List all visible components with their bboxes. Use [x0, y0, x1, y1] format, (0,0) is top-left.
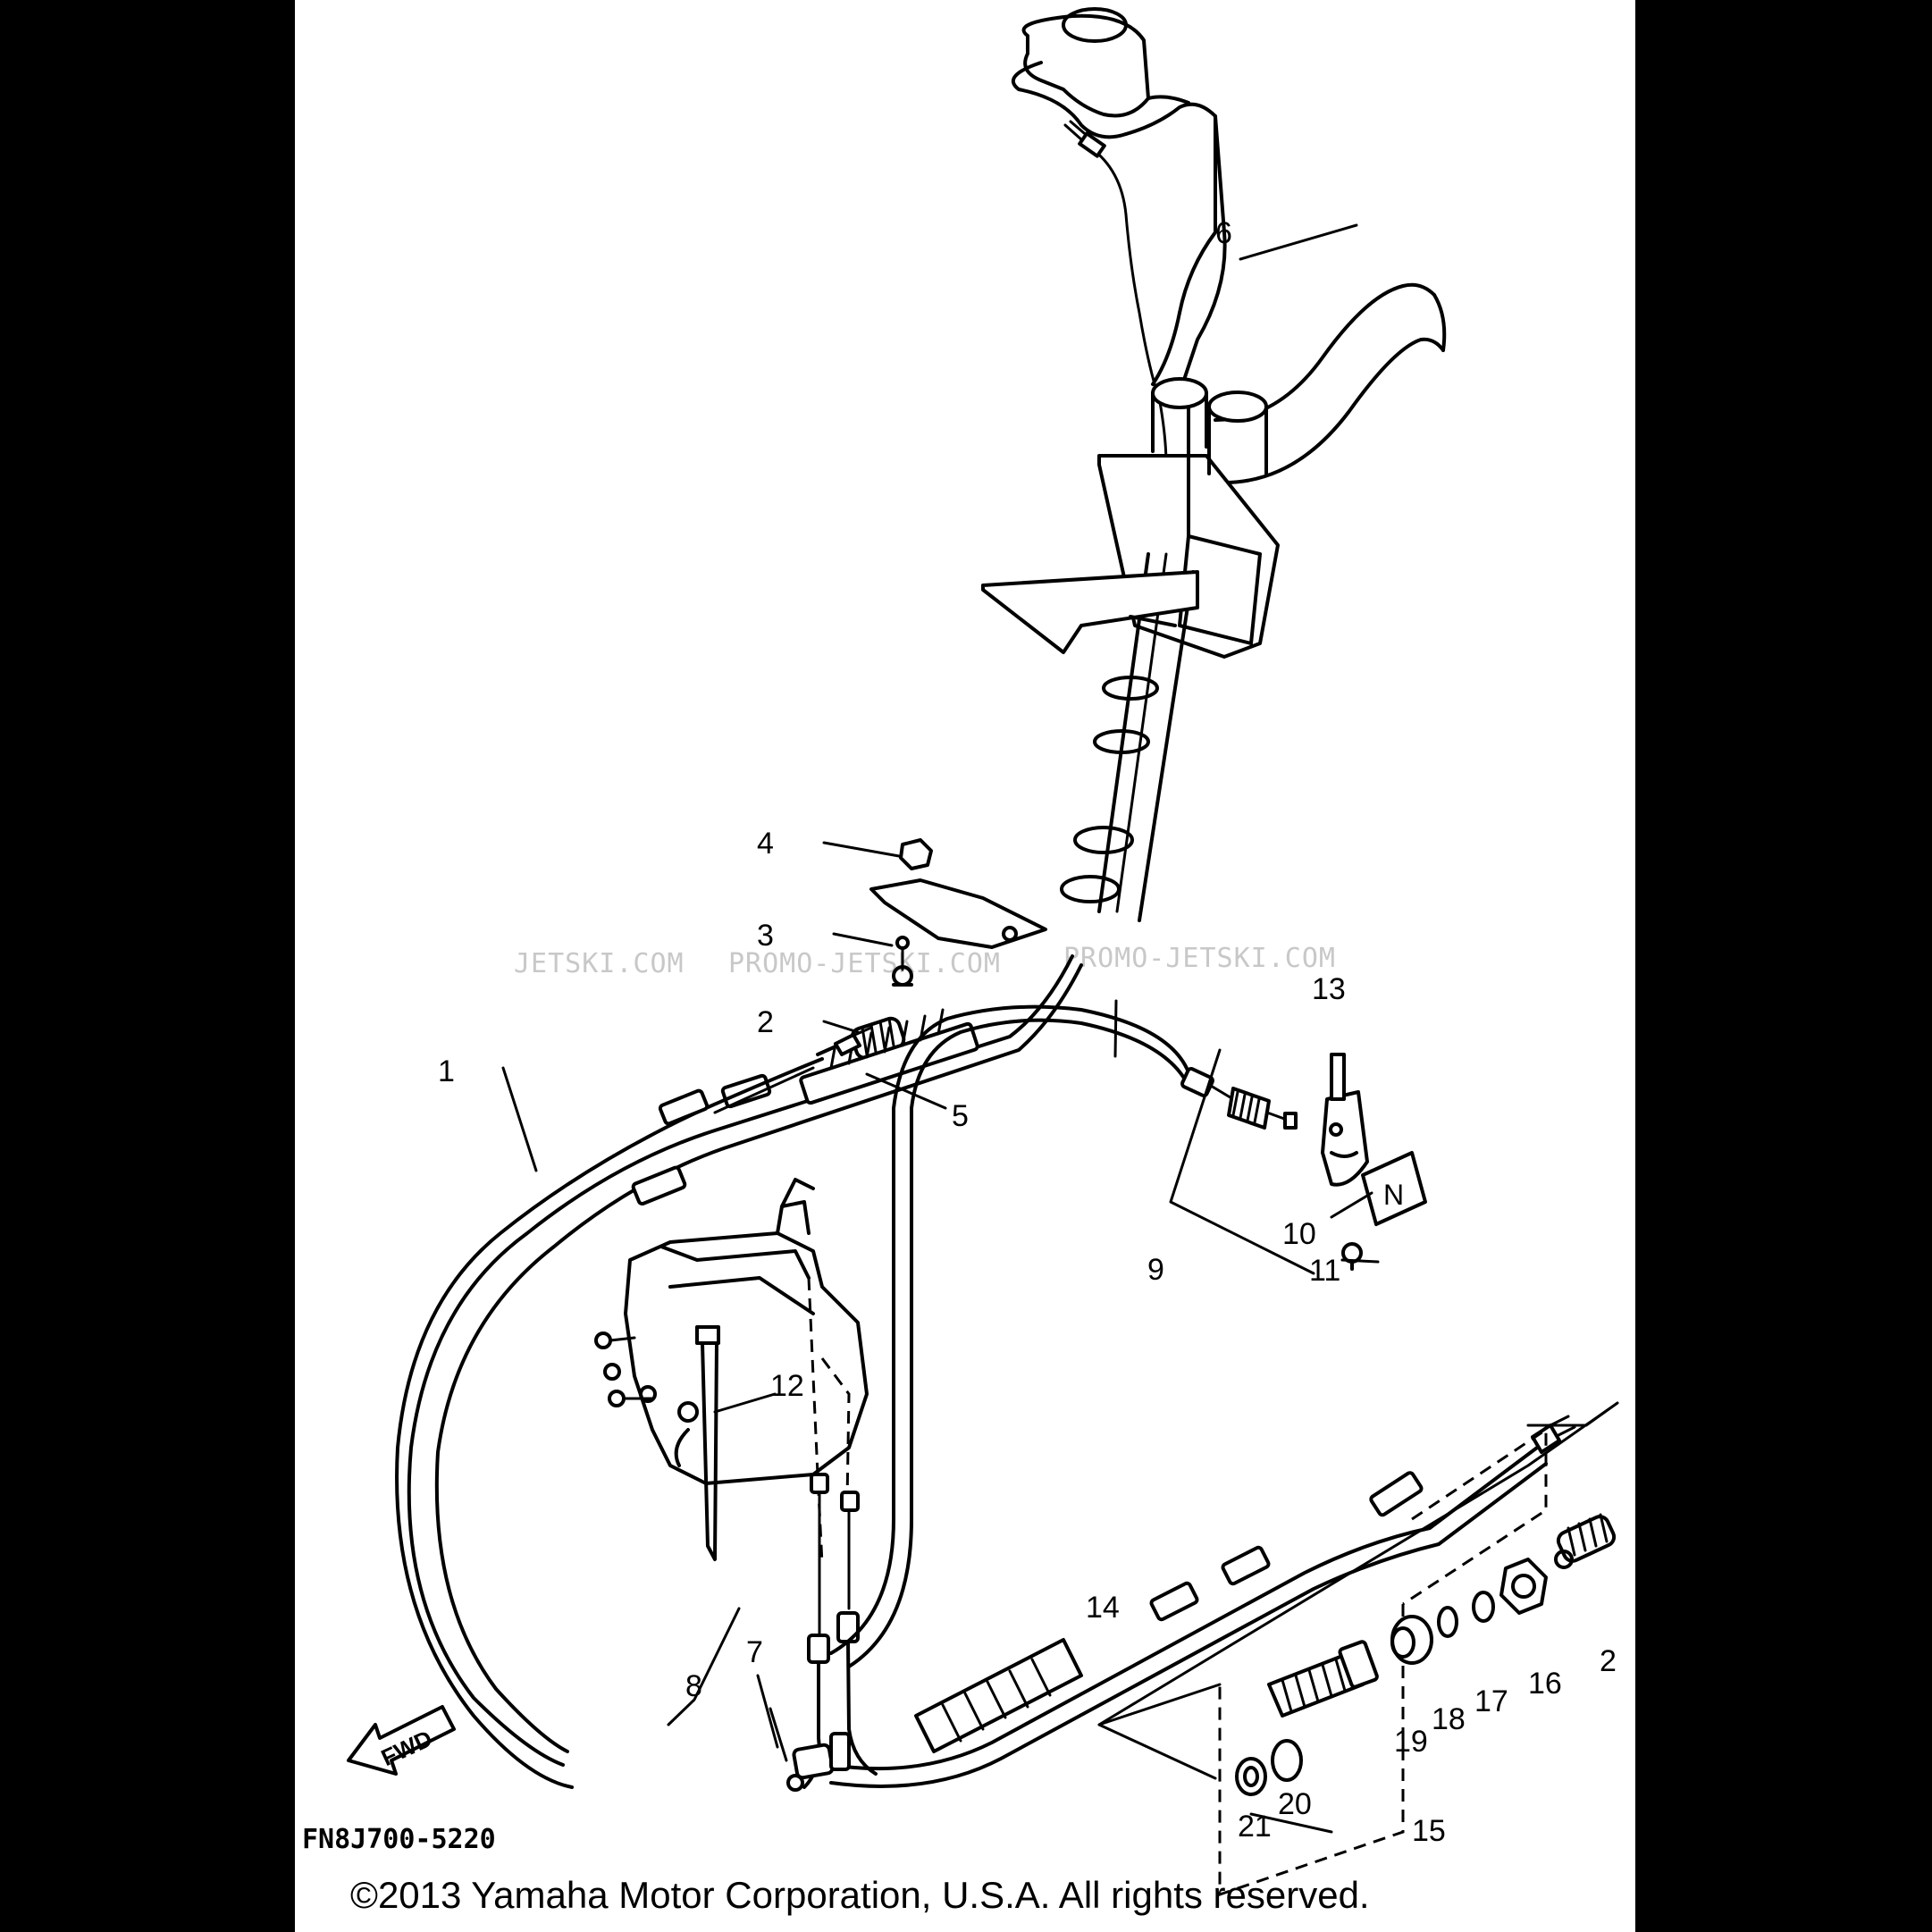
callout-2: 2	[1600, 1644, 1617, 1678]
grommet-part-2-right	[1554, 1513, 1617, 1569]
callout-2: 2	[757, 1005, 774, 1039]
callout-17: 17	[1474, 1684, 1508, 1718]
callout-1: 1	[438, 1054, 455, 1088]
cable-clamp	[786, 1732, 851, 1792]
choke-cable-1	[395, 1026, 873, 1789]
watermark-text: JETSKI.COM	[514, 948, 685, 979]
callout-15: 15	[1412, 1814, 1446, 1848]
callout-7: 7	[746, 1635, 763, 1669]
screw-part-11	[1341, 1242, 1363, 1271]
bushing-part-19	[1390, 1615, 1433, 1665]
nut-part-16	[1499, 1558, 1548, 1615]
neutral-cable-9	[829, 1004, 1298, 1668]
cable-ends	[802, 1473, 878, 1789]
bracket	[869, 878, 1047, 949]
handlebar-throttle	[1012, 7, 1227, 395]
switch-bracket-part-13	[1321, 1053, 1369, 1187]
steering-shaft	[981, 552, 1199, 922]
callout-4: 4	[757, 827, 774, 861]
callout-6: 6	[1215, 216, 1232, 250]
switch-letter: N	[1383, 1179, 1404, 1211]
callout-9: 9	[1147, 1253, 1164, 1287]
watermark-text: PROMO-JETSKI.COM	[728, 948, 1001, 979]
callout-21: 21	[1238, 1810, 1272, 1844]
cable-part-14	[829, 1415, 1576, 1788]
switch-cover-part-10: N	[1361, 1151, 1427, 1226]
washer-part-20	[1271, 1739, 1303, 1782]
throttle-cable	[1063, 120, 1168, 466]
callout-5: 5	[952, 1099, 969, 1133]
washer-part-18	[1437, 1606, 1458, 1638]
diagram-sheet: JETSKI.COM PROMO-JETSKI.COM PROMO-JETSKI…	[295, 0, 1635, 1932]
nut-part-21	[1235, 1757, 1267, 1796]
callout-14: 14	[1086, 1591, 1120, 1625]
callout-numbers: 1 2 2 3 4 5 6 7 8 9 10 11 12 13 14 15 16…	[438, 216, 1617, 1848]
copyright-notice: ©2013 Yamaha Motor Corporation, U.S.A. A…	[350, 1874, 1370, 1916]
washer-part-17	[1472, 1591, 1495, 1623]
callout-12: 12	[770, 1369, 804, 1403]
callout-18: 18	[1432, 1702, 1466, 1736]
callout-3: 3	[757, 919, 774, 953]
handlebar-tube	[1214, 282, 1447, 484]
nut-part-4	[899, 838, 933, 870]
leader-line-9	[1169, 1048, 1315, 1275]
threaded-fitting	[1267, 1640, 1379, 1718]
callout-13: 13	[1312, 972, 1346, 1006]
callout-11: 11	[1309, 1254, 1340, 1288]
callout-19: 19	[1394, 1725, 1428, 1759]
callout-20: 20	[1278, 1787, 1312, 1821]
callout-8: 8	[685, 1669, 702, 1703]
parts-diagram: JETSKI.COM PROMO-JETSKI.COM PROMO-JETSKI…	[302, 7, 1619, 1916]
callout-16: 16	[1528, 1667, 1562, 1701]
leader-lines	[501, 223, 1380, 1834]
bolt-part-3	[892, 936, 913, 987]
cable-tie-part-12	[695, 1325, 720, 1561]
drawing-code: FN8J700-5220	[302, 1824, 496, 1855]
callout-10: 10	[1282, 1217, 1316, 1251]
watermark-text: PROMO-JETSKI.COM	[1063, 943, 1336, 974]
watermark-strip: JETSKI.COM PROMO-JETSKI.COM PROMO-JETSKI…	[514, 943, 1336, 979]
fitting-group-part-15	[1097, 1401, 1619, 1897]
carburetor	[594, 1178, 869, 1565]
forward-arrow: FWD	[347, 1705, 456, 1776]
